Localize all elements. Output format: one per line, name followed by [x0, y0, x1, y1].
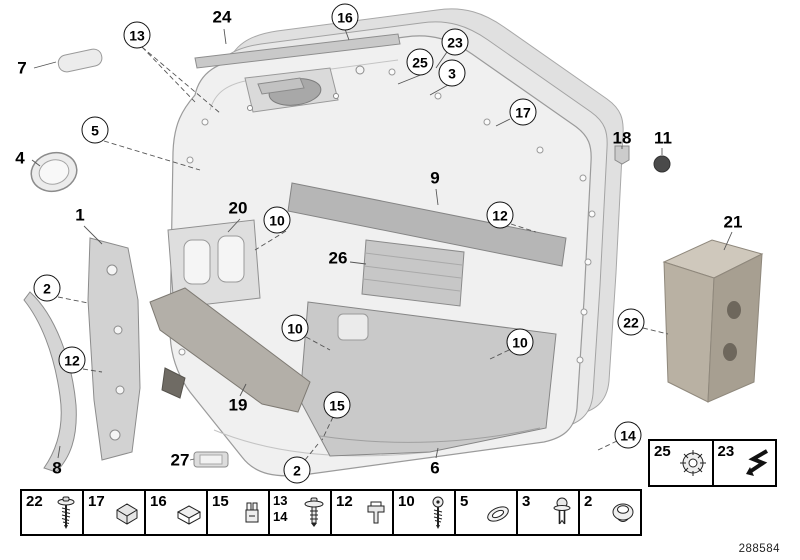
legend-item-25[interactable]: 25: [650, 441, 712, 485]
blind-plug-icon: [612, 503, 634, 522]
pull-trim-strip: [23, 291, 77, 473]
leader-lines: [31, 28, 733, 461]
grommet: [653, 155, 671, 173]
callout-26[interactable]: 26: [328, 248, 348, 268]
callout-7[interactable]: 7: [17, 58, 27, 78]
legend-item-23[interactable]: 23: [711, 441, 776, 485]
legend-label: 3: [522, 493, 531, 510]
legend-label: 22: [26, 493, 43, 510]
legend-item-13-14[interactable]: 13 14: [268, 491, 330, 534]
callout-8[interactable]: 8: [52, 458, 62, 478]
small-clip: [614, 145, 630, 165]
callout-3[interactable]: 3: [438, 59, 466, 87]
callout-13[interactable]: 13: [123, 21, 151, 49]
accent-trim-strip: [287, 182, 567, 267]
callout-21[interactable]: 21: [723, 212, 743, 232]
spring-clip-icon: [116, 502, 138, 525]
legend-label: 16: [150, 493, 167, 510]
diagram-number: 288584: [738, 543, 780, 555]
legend-item-16[interactable]: 16: [144, 491, 206, 534]
mounting-bracket: [662, 239, 764, 403]
callout-12-b[interactable]: 12: [58, 346, 86, 374]
legend-label: 12: [336, 493, 353, 510]
legend-item-2[interactable]: 2: [578, 491, 640, 534]
expanding-rivet-icon: [553, 497, 571, 524]
callout-27[interactable]: 27: [170, 450, 190, 470]
callout-25[interactable]: 25: [406, 48, 434, 76]
cover-cap: [57, 48, 103, 73]
callout-23[interactable]: 23: [441, 28, 469, 56]
callout-20[interactable]: 20: [228, 198, 248, 218]
legend-label: 2: [584, 493, 593, 510]
armrest-pull-bar: [149, 287, 311, 413]
legend-label: 13 14: [273, 493, 288, 525]
legend-item-5[interactable]: 5: [454, 491, 516, 534]
legend-label: 17: [88, 493, 105, 510]
callout-11[interactable]: 11: [654, 128, 672, 148]
callout-22[interactable]: 22: [617, 308, 645, 336]
callout-14[interactable]: 14: [614, 421, 642, 449]
callout-5[interactable]: 5: [81, 116, 109, 144]
callout-1[interactable]: 1: [75, 205, 85, 225]
speaker-mesh-panel: [361, 239, 465, 307]
torx-screw-icon: [432, 496, 444, 529]
screw-with-washer-icon: [57, 496, 75, 529]
legend-item-15[interactable]: 15: [206, 491, 268, 534]
legend-label: 23: [717, 443, 735, 460]
lower-trim-panel: [299, 301, 557, 457]
callout-24[interactable]: 24: [212, 7, 232, 27]
callout-16[interactable]: 16: [331, 3, 359, 31]
callout-10-b[interactable]: 10: [281, 314, 309, 342]
oval-gasket-icon: [487, 505, 509, 522]
callout-10-a[interactable]: 10: [263, 206, 291, 234]
callout-10-c[interactable]: 10: [506, 328, 534, 356]
legend-label: 5: [460, 493, 469, 510]
legend-item-12[interactable]: 12: [330, 491, 392, 534]
legend-item-10[interactable]: 10: [392, 491, 454, 534]
courtesy-lamp: [193, 451, 229, 468]
retaining-clip-icon: [367, 501, 385, 523]
callout-2-a[interactable]: 2: [33, 274, 61, 302]
expanding-nut-icon: [245, 502, 259, 522]
callout-15[interactable]: 15: [323, 391, 351, 419]
flat-clip-icon: [176, 504, 202, 525]
push-rivet-icon: [304, 497, 324, 527]
callout-12-a[interactable]: 12: [486, 201, 514, 229]
callout-6[interactable]: 6: [430, 458, 440, 478]
legend-label: 10: [398, 493, 415, 510]
legend-label: 15: [212, 493, 229, 510]
callout-18[interactable]: 18: [612, 128, 632, 148]
speaker-ring: [30, 151, 78, 193]
interior-door-handle: [244, 65, 365, 113]
callout-17[interactable]: 17: [509, 98, 537, 126]
callout-2-b[interactable]: 2: [283, 456, 311, 484]
hardware-legend: 22 17 16 15: [20, 489, 642, 536]
window-switch-bezel: [167, 219, 261, 309]
legend-label: 25: [654, 443, 671, 460]
sill-trim-strip: [194, 33, 401, 69]
foil-arrow-icon: [746, 449, 768, 476]
callout-9[interactable]: 9: [430, 168, 440, 188]
legend-item-3[interactable]: 3: [516, 491, 578, 534]
handle-carrier-bracket: [87, 237, 141, 461]
legend-item-17[interactable]: 17: [82, 491, 144, 534]
callout-4[interactable]: 4: [15, 148, 25, 168]
hardware-legend-corner: 25 23: [648, 439, 777, 487]
callout-19[interactable]: 19: [228, 395, 248, 415]
legend-item-22[interactable]: 22: [22, 491, 82, 534]
lock-washer-icon: [679, 450, 706, 476]
